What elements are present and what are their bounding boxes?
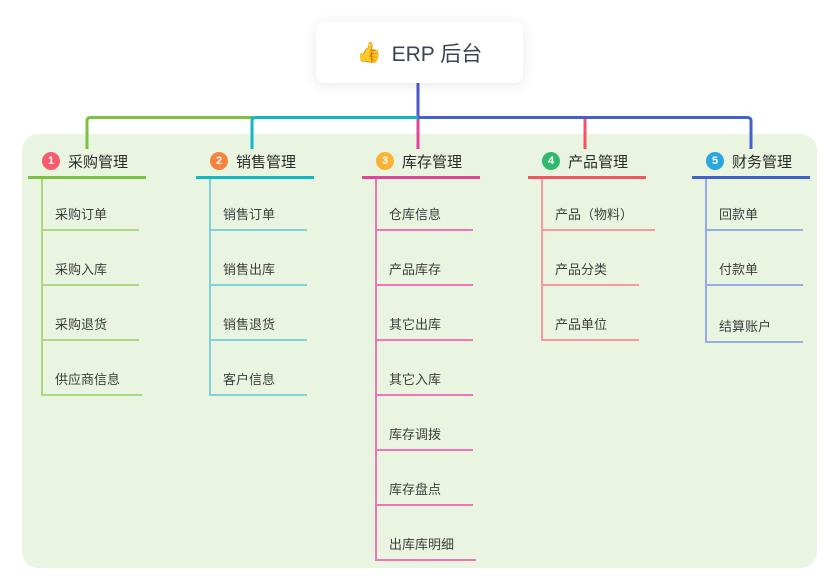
branch-number-badge: 3 bbox=[376, 152, 394, 170]
node-item-label: 产品库存 bbox=[389, 262, 442, 277]
node-item[interactable]: 销售退货 bbox=[209, 307, 307, 341]
branch-label: 库存管理 bbox=[402, 153, 463, 171]
branch-number-badge: 4 bbox=[542, 152, 560, 170]
node-item-label: 其它出库 bbox=[389, 317, 442, 332]
node-item[interactable]: 结算账户 bbox=[705, 309, 803, 343]
branch-subtree-line bbox=[41, 179, 43, 396]
node-item-label: 仓库信息 bbox=[389, 207, 442, 222]
node-item-label: 销售退货 bbox=[223, 317, 276, 332]
node-item[interactable]: 其它出库 bbox=[375, 307, 473, 341]
branch-title-purchase[interactable]: 1 采购管理 bbox=[28, 146, 146, 179]
branch-title-finance[interactable]: 5 财务管理 bbox=[692, 146, 810, 179]
root-title: ERP 后台 bbox=[391, 42, 483, 66]
branch-subtree-line bbox=[705, 179, 707, 343]
node-item[interactable]: 客户信息 bbox=[209, 362, 307, 396]
node-item-label: 产品（物料） bbox=[555, 207, 634, 222]
node-item[interactable]: 库存调拨 bbox=[375, 417, 473, 451]
branch-number-badge: 1 bbox=[42, 152, 60, 170]
node-item-label: 产品单位 bbox=[555, 317, 608, 332]
node-item[interactable]: 仓库信息 bbox=[375, 197, 473, 231]
node-item-label: 付款单 bbox=[719, 262, 759, 277]
node-item[interactable]: 产品库存 bbox=[375, 252, 473, 286]
node-item-label: 结算账户 bbox=[719, 319, 772, 334]
branch-number-badge: 2 bbox=[210, 152, 228, 170]
node-item[interactable]: 付款单 bbox=[705, 252, 803, 286]
node-item-label: 回款单 bbox=[719, 207, 759, 222]
branch-label: 财务管理 bbox=[732, 153, 793, 171]
node-item[interactable]: 产品（物料） bbox=[541, 197, 656, 231]
root-node[interactable]: 👍 ERP 后台 bbox=[316, 22, 523, 83]
node-item[interactable]: 回款单 bbox=[705, 197, 803, 231]
node-item-label: 销售出库 bbox=[223, 262, 276, 277]
branch-title-product[interactable]: 4 产品管理 bbox=[528, 146, 646, 179]
node-item[interactable]: 销售订单 bbox=[209, 197, 307, 231]
branch-label: 采购管理 bbox=[68, 153, 129, 171]
thumbs-up-icon: 👍 bbox=[356, 42, 382, 64]
node-item-label: 采购订单 bbox=[55, 207, 108, 222]
branch-subtree-line bbox=[209, 179, 211, 396]
branch-subtree-line bbox=[541, 179, 543, 341]
branch-subtree-line bbox=[375, 179, 377, 561]
node-item[interactable]: 供应商信息 bbox=[41, 362, 143, 396]
branches-panel bbox=[22, 134, 817, 568]
node-item-label: 出库库明细 bbox=[389, 537, 455, 552]
node-item[interactable]: 库存盘点 bbox=[375, 472, 473, 506]
branch-number-badge: 5 bbox=[706, 152, 724, 170]
node-item-label: 库存调拨 bbox=[389, 427, 442, 442]
branch-title-inventory[interactable]: 3 库存管理 bbox=[362, 146, 480, 179]
node-item[interactable]: 采购入库 bbox=[41, 252, 139, 286]
branch-label: 产品管理 bbox=[568, 153, 629, 171]
node-item-label: 客户信息 bbox=[223, 372, 276, 387]
node-item[interactable]: 其它入库 bbox=[375, 362, 473, 396]
node-item[interactable]: 采购订单 bbox=[41, 197, 139, 231]
branch-title-sales[interactable]: 2 销售管理 bbox=[196, 146, 314, 179]
node-item-label: 供应商信息 bbox=[55, 372, 121, 387]
node-item[interactable]: 出库库明细 bbox=[375, 527, 477, 561]
branch-label: 销售管理 bbox=[236, 153, 297, 171]
node-item-label: 采购入库 bbox=[55, 262, 108, 277]
node-item[interactable]: 产品单位 bbox=[541, 307, 639, 341]
node-item[interactable]: 采购退货 bbox=[41, 307, 139, 341]
node-item-label: 其它入库 bbox=[389, 372, 442, 387]
node-item-label: 库存盘点 bbox=[389, 482, 442, 497]
node-item-label: 产品分类 bbox=[555, 262, 608, 277]
node-item[interactable]: 销售出库 bbox=[209, 252, 307, 286]
node-item-label: 销售订单 bbox=[223, 207, 276, 222]
node-item[interactable]: 产品分类 bbox=[541, 252, 639, 286]
node-item-label: 采购退货 bbox=[55, 317, 108, 332]
